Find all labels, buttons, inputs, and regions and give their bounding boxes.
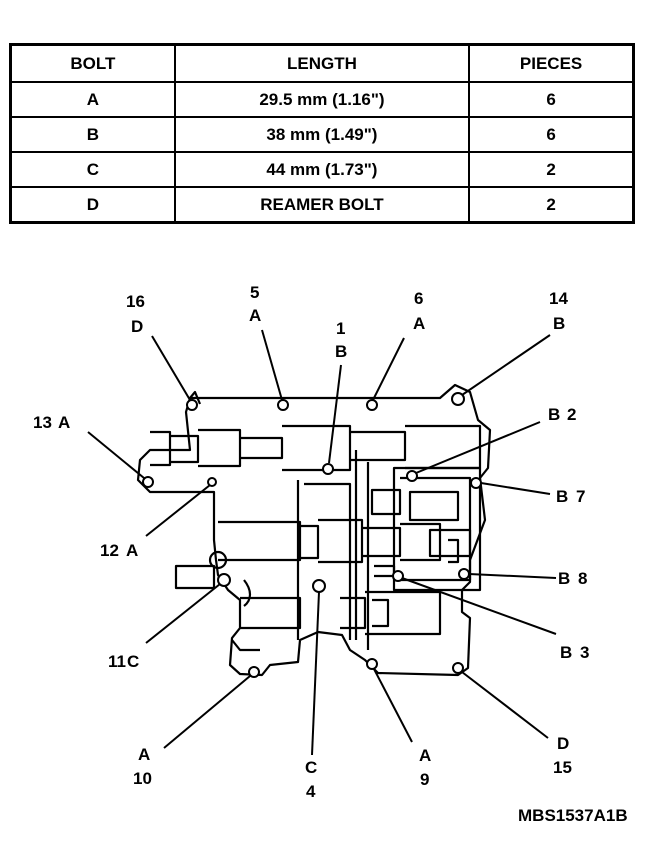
callout-14-num: 14 (549, 289, 568, 308)
callout-1-num: 1 (336, 319, 345, 338)
callout-16-letter: D (131, 317, 143, 336)
leader-lines (87, 329, 557, 756)
cell-length: REAMER BOLT (173, 186, 471, 224)
leader-9 (373, 668, 413, 743)
leader-15 (461, 671, 549, 739)
valve-body-diagram: 1 B B 2 B 3 C 4 5 A 6 A B 7 B 8 A 9 A 10… (33, 283, 589, 800)
leader-1 (328, 364, 342, 464)
callout-11-letter: C (127, 652, 139, 671)
bolt-hole-9 (366, 658, 378, 670)
bolt-hole-8 (458, 568, 470, 580)
bolt-hole-15 (452, 662, 464, 674)
callout-12-num: 12 (100, 541, 119, 560)
callout-15-num: 15 (553, 758, 572, 777)
header-bolt: BOLT (9, 43, 176, 83)
leader-11 (145, 583, 221, 644)
leader-3 (401, 577, 557, 635)
cell-pieces: 6 (468, 81, 635, 118)
leader-8 (468, 573, 557, 579)
bolt-hole-1 (322, 463, 334, 475)
bolt-hole-12 (207, 477, 217, 487)
callout-8-num: 8 (578, 569, 587, 588)
leader-6 (372, 337, 405, 401)
callout-15-letter: D (557, 734, 569, 753)
cell-bolt: C (9, 151, 176, 188)
bolt-hole-7 (470, 477, 482, 489)
table-row: A 29.5 mm (1.16") 6 (9, 81, 635, 118)
leader-13 (87, 431, 145, 479)
bolt-holes (142, 392, 482, 678)
figure-code: MBS1537A1B (518, 806, 628, 825)
leader-7 (480, 482, 551, 495)
bolt-hole-5 (277, 399, 289, 411)
leader-10 (163, 675, 251, 749)
cell-pieces: 2 (468, 151, 635, 188)
table-row: B 38 mm (1.49") 6 (9, 116, 635, 153)
callout-3-letter: B (560, 643, 572, 662)
table-row: C 44 mm (1.73") 2 (9, 151, 635, 188)
callout-3-num: 3 (580, 643, 589, 662)
cell-pieces: 6 (468, 116, 635, 153)
table-row: D REAMER BOLT 2 (9, 186, 635, 224)
callout-6-letter: A (413, 314, 425, 333)
callout-6-num: 6 (414, 289, 423, 308)
cell-bolt: B (9, 116, 176, 153)
callout-5-num: 5 (250, 283, 259, 302)
leader-2 (415, 421, 541, 474)
callout-13-letter: A (58, 413, 70, 432)
cell-length: 29.5 mm (1.16") (173, 81, 471, 118)
cell-bolt: A (9, 81, 176, 118)
callout-14-letter: B (553, 314, 565, 333)
callout-5-letter: A (249, 306, 261, 325)
callout-labels: 1 B B 2 B 3 C 4 5 A 6 A B 7 B 8 A 9 A 10… (33, 283, 589, 800)
bolt-hole-11 (217, 573, 231, 587)
bolt-spec-table: BOLT LENGTH PIECES A 29.5 mm (1.16") 6 B… (9, 43, 635, 224)
bolt-hole-14 (451, 392, 465, 406)
callout-10-letter: A (138, 745, 150, 764)
leader-16 (151, 335, 191, 401)
callout-11-num: 11 (108, 652, 126, 671)
callout-13-num: 13 (33, 413, 52, 432)
bolt-hole-2 (406, 470, 418, 482)
bolt-hole-4 (312, 579, 326, 593)
bolt-hole-10 (248, 666, 260, 678)
cell-length: 38 mm (1.49") (173, 116, 471, 153)
callout-4-num: 4 (306, 782, 316, 800)
callout-2-letter: B (548, 405, 560, 424)
leader-5 (261, 329, 283, 401)
table-header-row: BOLT LENGTH PIECES (9, 43, 635, 83)
leader-4 (311, 591, 320, 756)
leader-14 (461, 334, 551, 396)
callout-9-letter: A (419, 746, 431, 765)
leader-12 (145, 484, 211, 537)
cell-length: 44 mm (1.73") (173, 151, 471, 188)
callout-12-letter: A (126, 541, 138, 560)
header-pieces: PIECES (468, 43, 635, 83)
bolt-hole-6 (366, 399, 378, 411)
bolt-hole-16 (186, 399, 198, 411)
callout-2-num: 2 (567, 405, 576, 424)
callout-7-num: 7 (576, 487, 585, 506)
callout-1-letter: B (335, 342, 347, 361)
bolt-hole-3 (392, 570, 404, 582)
callout-8-letter: B (558, 569, 570, 588)
callout-7-letter: B (556, 487, 568, 506)
header-length: LENGTH (173, 43, 471, 83)
cell-bolt: D (9, 186, 176, 224)
callout-9-num: 9 (420, 770, 429, 789)
callout-10-num: 10 (133, 769, 152, 788)
callout-16-num: 16 (126, 292, 145, 311)
cell-pieces: 2 (468, 186, 635, 224)
valve-body-outline (136, 383, 492, 677)
bolt-hole-13 (142, 476, 154, 488)
callout-4-letter: C (305, 758, 317, 777)
